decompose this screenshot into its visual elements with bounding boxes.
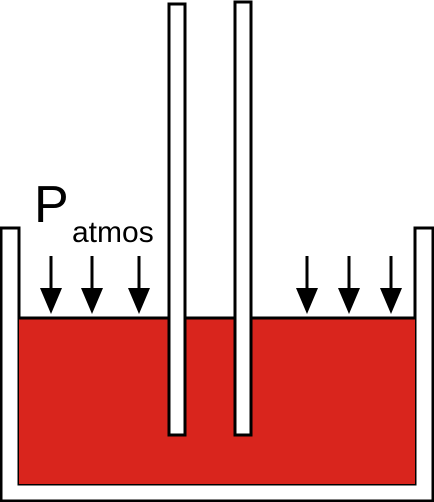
right-tube [233, 0, 253, 437]
arrow-down-icon [128, 256, 150, 314]
pressure-arrows-left [40, 256, 150, 314]
arrow-down-icon [338, 256, 360, 314]
arrow-down-icon [81, 256, 103, 314]
pressure-symbol: P [34, 176, 69, 234]
arrow-down-icon [296, 256, 318, 314]
pressure-label: P atmos [34, 176, 154, 249]
arrow-down-icon [380, 256, 402, 314]
pressure-subscript: atmos [72, 216, 154, 249]
arrow-down-icon [40, 256, 62, 314]
left-tube [167, 2, 187, 437]
pressure-arrows-right [296, 256, 402, 314]
liquid [19, 318, 415, 484]
container-outline [0, 226, 434, 502]
